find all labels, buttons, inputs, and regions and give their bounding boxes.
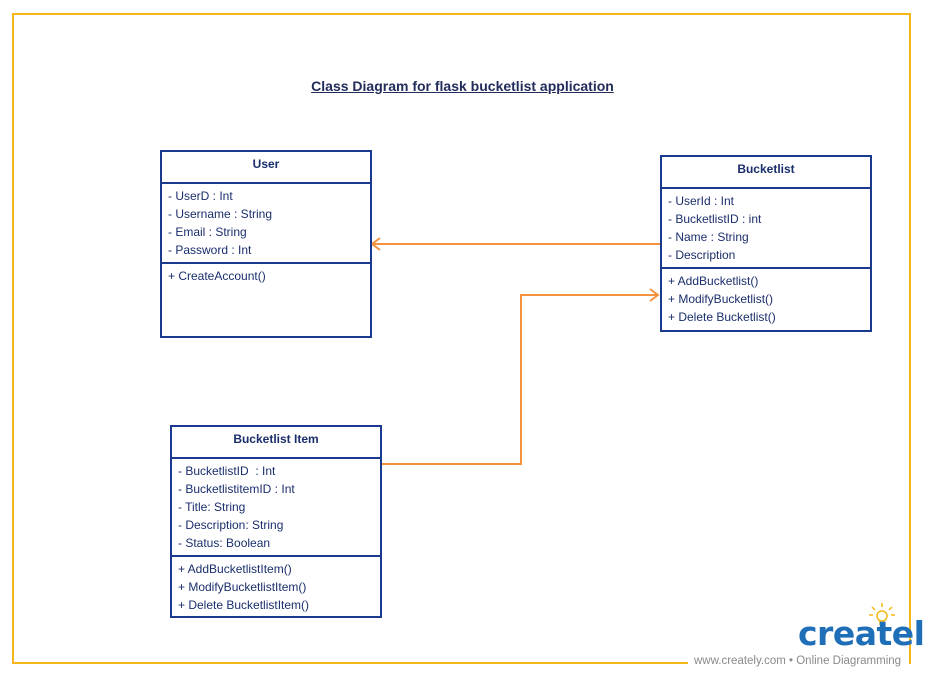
- attribute: - Title: String: [178, 500, 246, 514]
- brand-tagline: www.creately.com • Online Diagramming: [692, 655, 904, 667]
- attribute: - BucketlistitemID : Int: [178, 482, 295, 496]
- method: + AddBucketlist(): [668, 274, 759, 288]
- attribute: - UserId : Int: [668, 194, 735, 208]
- association-item-bucketlist[interactable]: [381, 294, 658, 465]
- method: + CreateAccount(): [168, 269, 266, 283]
- attributes-section: - UserId : Int - BucketlistID : int - Na…: [662, 189, 870, 269]
- attribute: - Description: [668, 248, 736, 262]
- attribute: - Status: Boolean: [178, 536, 271, 550]
- diagram-title: Class Diagram for flask bucketlist appli…: [311, 78, 614, 94]
- class-bucketlist[interactable]: Bucketlist - UserId : Int - BucketlistID…: [660, 155, 872, 332]
- attribute: - Password : Int: [168, 243, 252, 257]
- attributes-section: - BucketlistID : Int - BucketlistitemID …: [172, 459, 380, 557]
- lightbulb-icon: [869, 603, 895, 625]
- attributes-section: - UserD : Int - Username : String - Emai…: [162, 184, 370, 264]
- class-name: User: [162, 152, 370, 184]
- attribute: - BucketlistID : Int: [178, 464, 276, 478]
- method: + Delete Bucketlist(): [668, 310, 776, 324]
- attribute: - UserD : Int: [168, 189, 233, 203]
- frame-edge: [12, 662, 688, 664]
- class-user[interactable]: User - UserD : Int - Username : String -…: [160, 150, 372, 338]
- method: + ModifyBucketlist(): [668, 292, 774, 306]
- method: + AddBucketlistItem(): [178, 562, 292, 576]
- attribute: - Name : String: [668, 230, 749, 244]
- method: + Delete BucketlistItem(): [178, 598, 310, 612]
- attribute: - BucketlistID : int: [668, 212, 762, 226]
- class-name: Bucketlist Item: [172, 427, 380, 459]
- creately-logo: creately: [798, 614, 925, 653]
- arrowhead-bucketlist: [649, 288, 660, 302]
- attribute: - Description: String: [178, 518, 284, 532]
- diagram-frame: [12, 13, 911, 662]
- frame-edge: [909, 640, 911, 664]
- method: + ModifyBucketlistItem(): [178, 580, 307, 594]
- class-name: Bucketlist: [662, 157, 870, 189]
- methods-section: + AddBucketlistItem() + ModifyBucketlist…: [172, 557, 380, 617]
- class-bucketlist-item[interactable]: Bucketlist Item - BucketlistID : Int - B…: [170, 425, 382, 618]
- attribute: - Username : String: [168, 207, 273, 221]
- arrowhead-user: [370, 237, 381, 251]
- methods-section: + CreateAccount(): [162, 264, 370, 288]
- attribute: - Email : String: [168, 225, 247, 239]
- methods-section: + AddBucketlist() + ModifyBucketlist() +…: [662, 269, 870, 329]
